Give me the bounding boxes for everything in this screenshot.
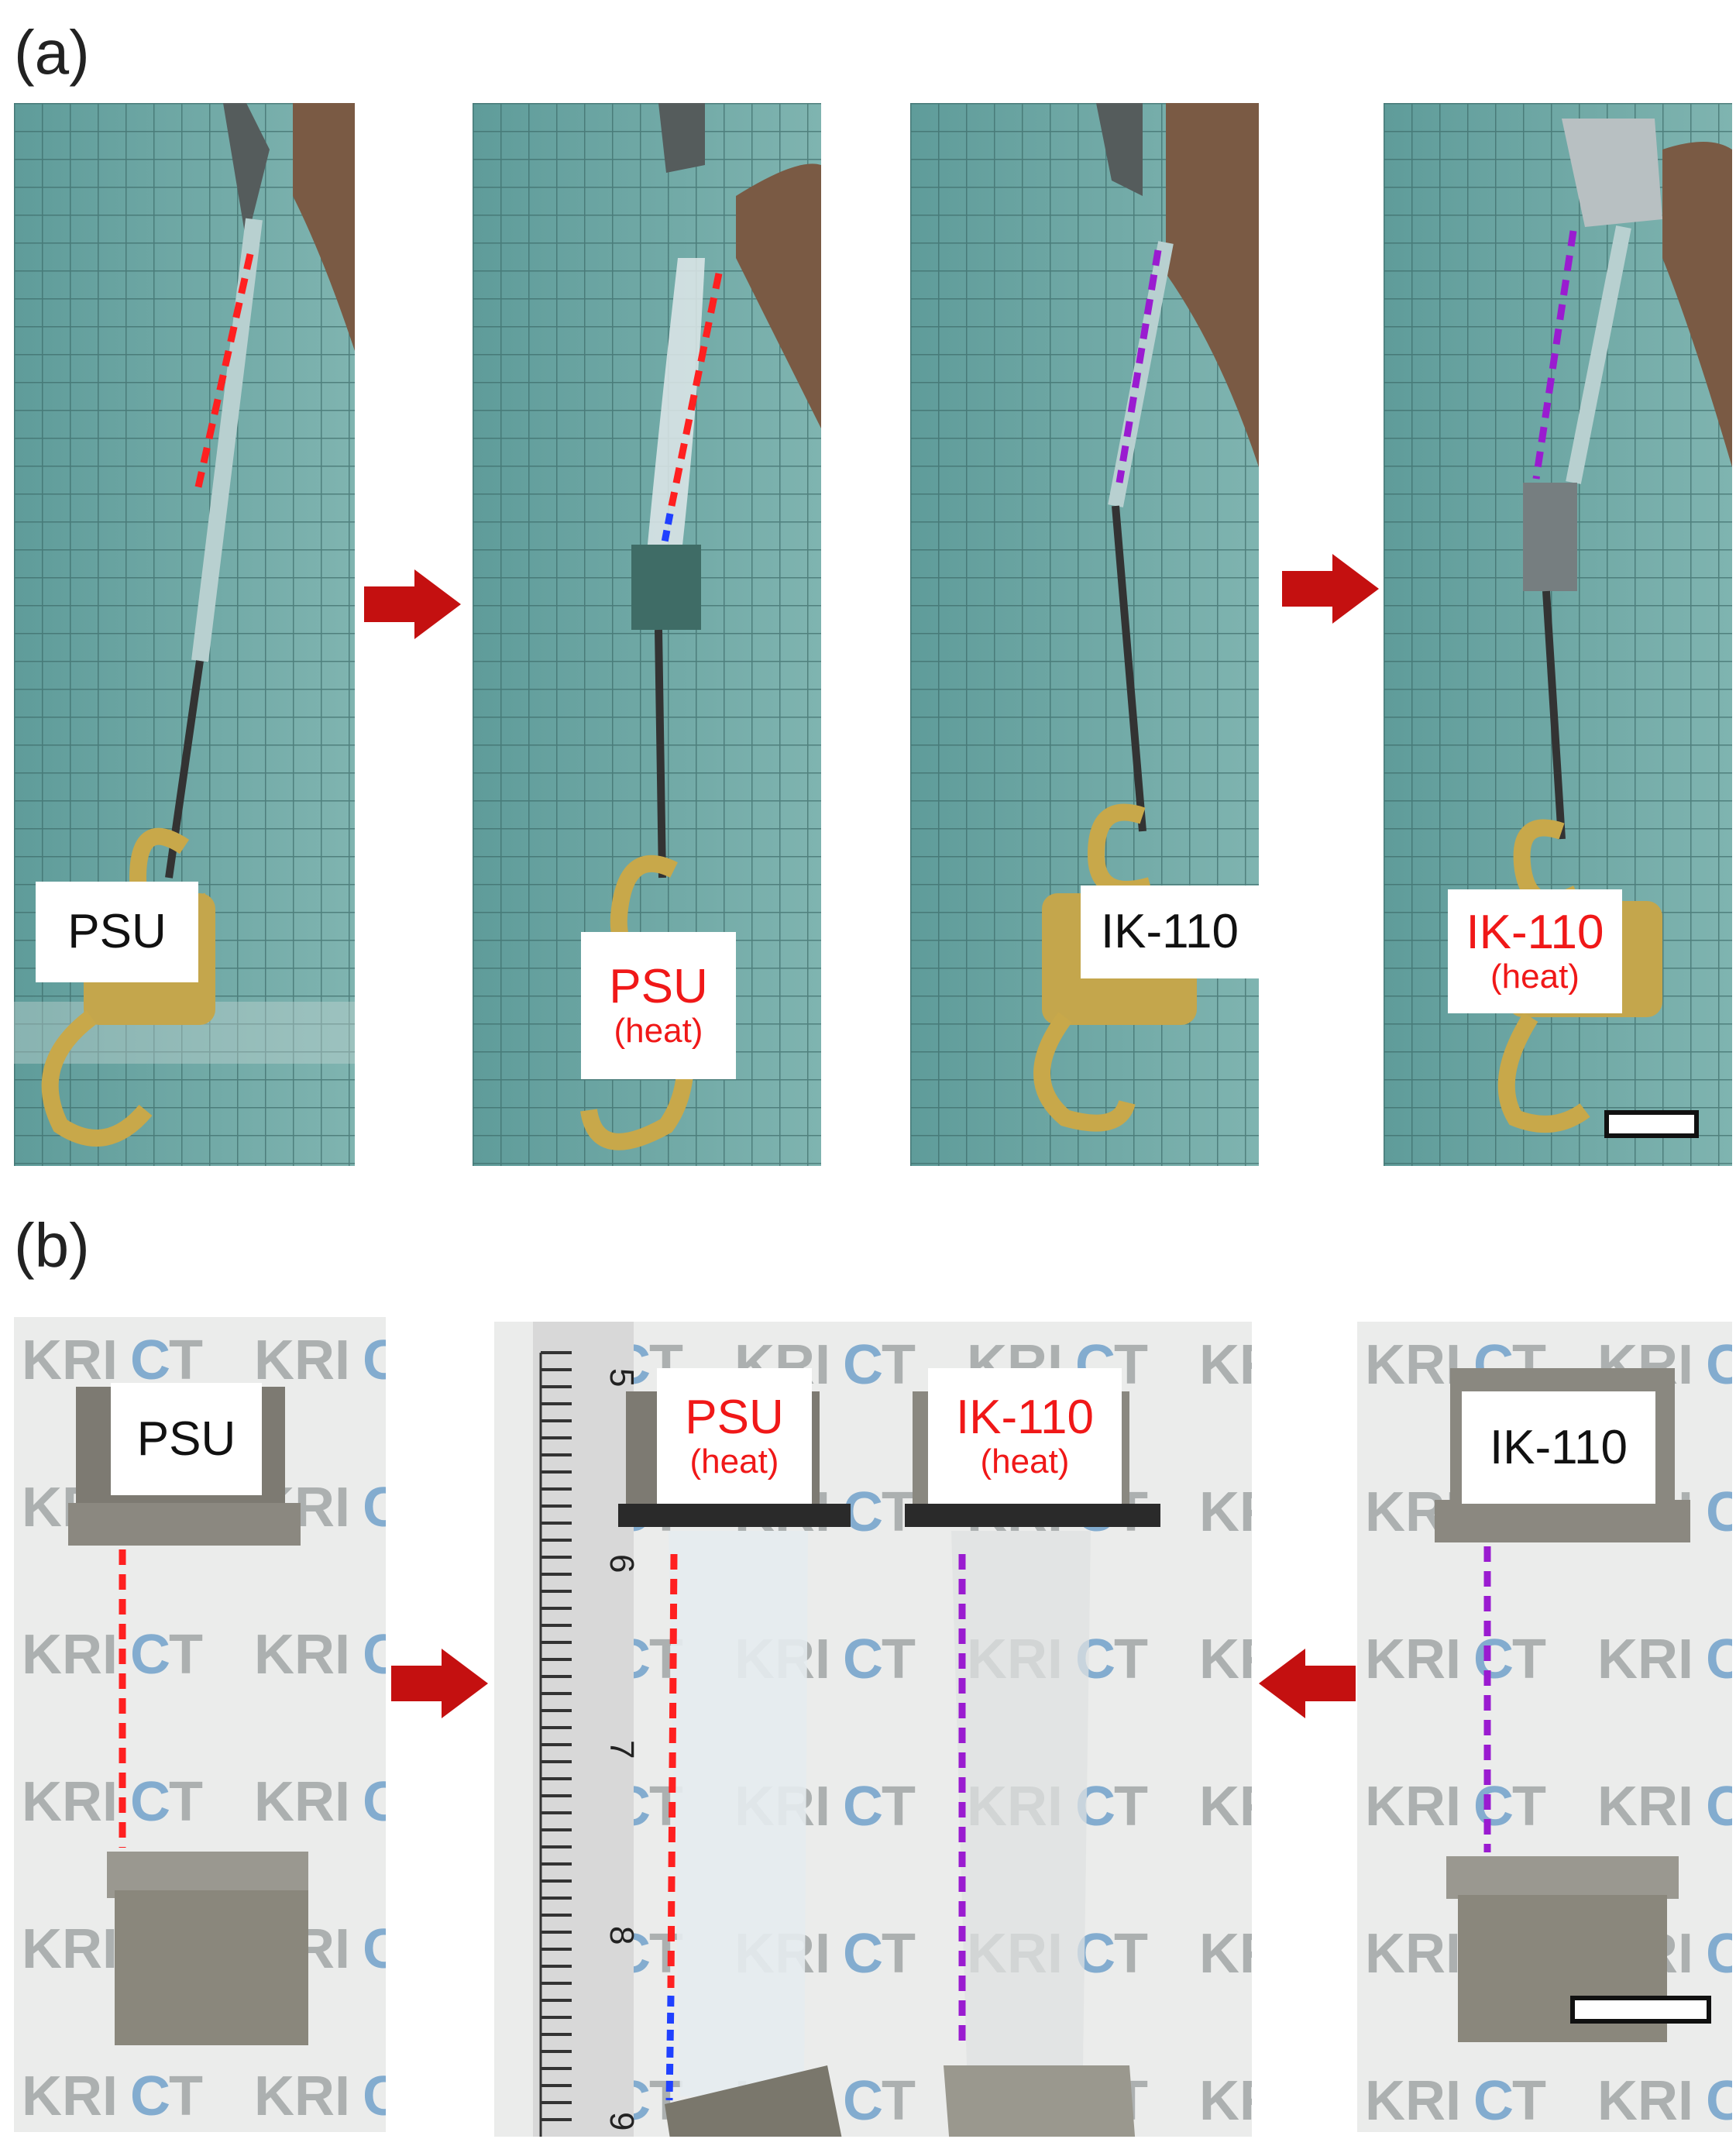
ruler-tick-label: 6 bbox=[603, 1554, 641, 1573]
panel-a-label: (a) bbox=[14, 18, 90, 87]
tag-ik110-heat: IK-110 (heat) bbox=[928, 1368, 1122, 1504]
purple-dashed-line bbox=[1532, 230, 1577, 480]
arrow-right-icon bbox=[391, 1649, 488, 1718]
photo-b3-ik110: IK-110 bbox=[1357, 1322, 1732, 2132]
photo-a3-ik110: IK-110 bbox=[910, 103, 1259, 1166]
arrow-left-icon bbox=[1259, 1649, 1356, 1718]
tag-ik110: IK-110 bbox=[1462, 1391, 1655, 1504]
ruler-tick-label: 7 bbox=[603, 1740, 641, 1759]
arrow-right-icon bbox=[364, 569, 461, 639]
tag-psu-heat: PSU (heat) bbox=[581, 932, 736, 1079]
photo-a2-psu-heat: PSU (heat) bbox=[473, 103, 821, 1166]
blue-dashed-line bbox=[665, 1995, 675, 2101]
purple-dashed-line bbox=[1116, 249, 1162, 483]
arrow-right-icon bbox=[1282, 554, 1379, 624]
blue-dashed-line bbox=[660, 513, 674, 547]
scale-bar bbox=[1604, 1110, 1699, 1138]
ruler-tick-label: 9 bbox=[603, 2112, 641, 2130]
red-dashed-line bbox=[667, 1553, 678, 1989]
tag-psu-heat: PSU (heat) bbox=[657, 1368, 812, 1504]
panel-b-label: (b) bbox=[14, 1211, 90, 1280]
photo-a4-ik110-heat: IK-110 (heat) bbox=[1384, 103, 1732, 1166]
tag-ik110: IK-110 bbox=[1081, 886, 1259, 978]
red-dashed-line bbox=[194, 253, 254, 491]
ruler-tick-label: 5 bbox=[603, 1368, 641, 1387]
photo-a1-psu: PSU bbox=[14, 103, 355, 1166]
tag-psu: PSU bbox=[36, 882, 198, 982]
ruler-tick-label: 8 bbox=[603, 1926, 641, 1945]
photo-b2-heat-compare: 5 6 7 8 9 PSU (heat) IK-110 (heat) bbox=[494, 1322, 1252, 2137]
photo-b1-psu: KRI C T PSU bbox=[14, 1317, 386, 2132]
red-dashed-line bbox=[668, 273, 723, 507]
tag-psu: PSU bbox=[111, 1383, 262, 1495]
scale-bar bbox=[1570, 1996, 1711, 2024]
tag-ik110-heat: IK-110 (heat) bbox=[1448, 889, 1622, 1013]
